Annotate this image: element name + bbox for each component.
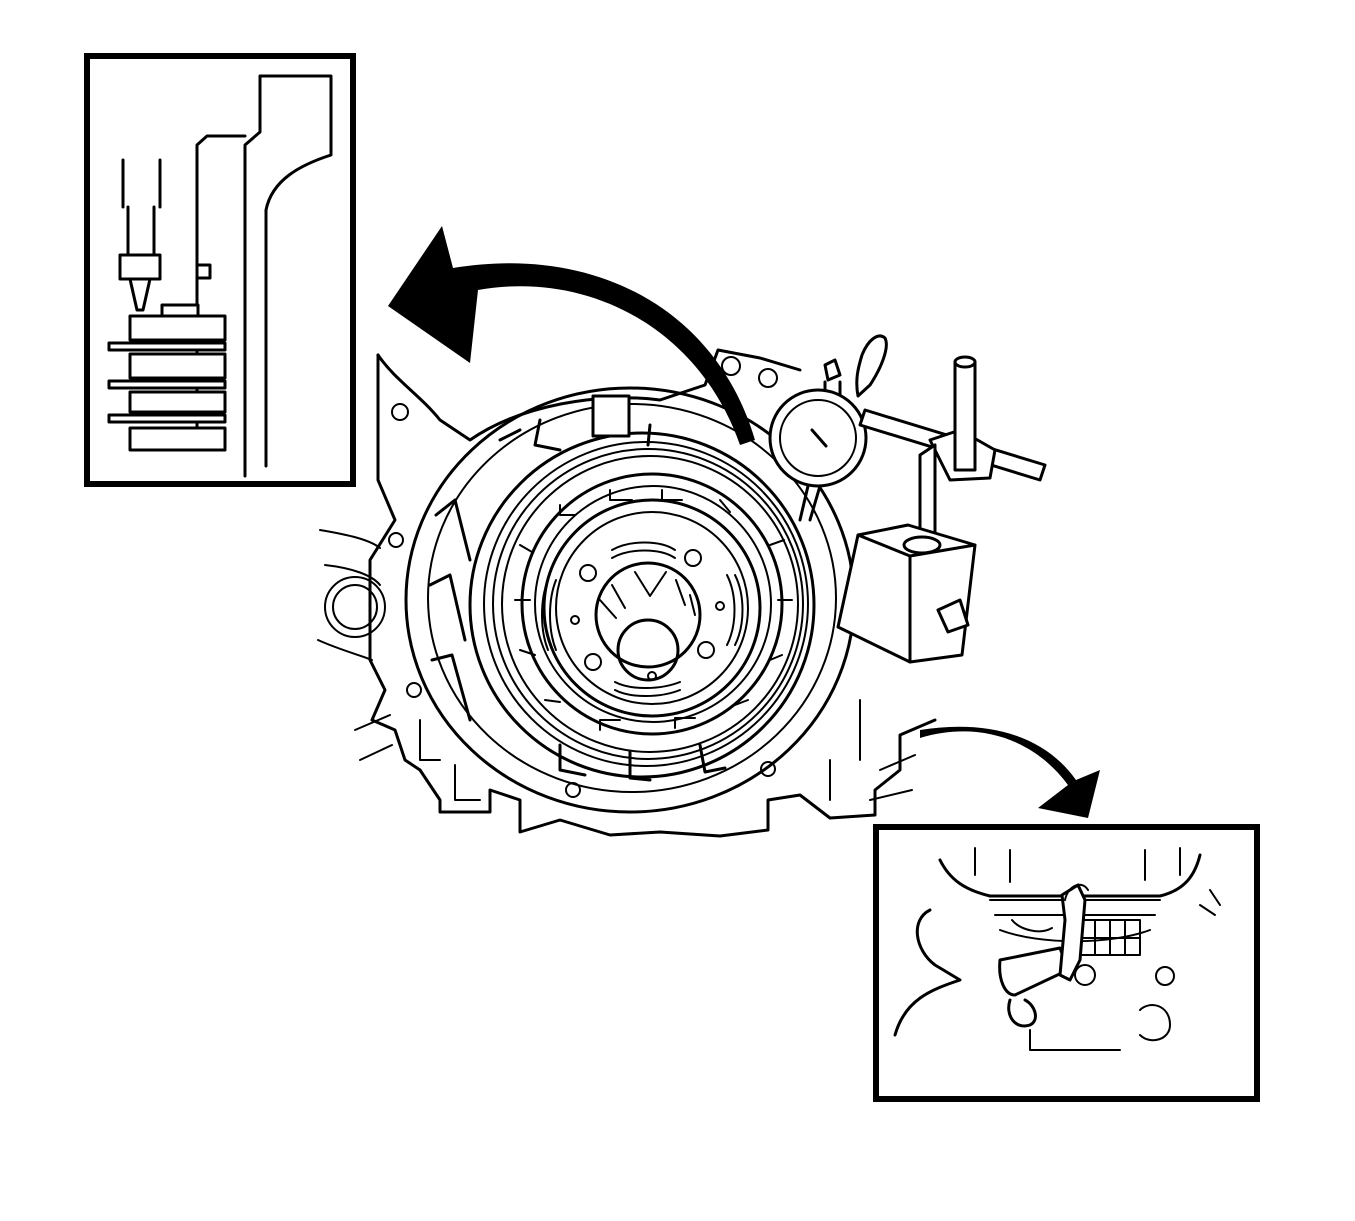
clutch-piston-inner [534, 485, 772, 723]
bolt-hole [388, 532, 404, 548]
clutch-pack-ring-1 [483, 441, 809, 767]
center-bore-inner [616, 618, 680, 682]
clutch-plate-2 [128, 352, 227, 380]
bolt-head-detail [1155, 966, 1175, 986]
dial-needle [810, 428, 828, 448]
finger-outline [1007, 998, 1037, 1028]
bolt-hole [760, 761, 776, 777]
air-apply-arrow [920, 726, 1100, 818]
clutch-plate-1 [128, 314, 227, 342]
hub-bolt [579, 564, 597, 582]
hub-outer-ring [542, 498, 762, 718]
clutch-disc-2 [107, 379, 227, 390]
base-post-top [953, 360, 977, 472]
case-top-edge [376, 348, 802, 442]
hub-bolt [584, 653, 602, 671]
side-boss-inner [332, 584, 378, 630]
center-bore-outer [594, 561, 702, 669]
case-wall-outline [243, 74, 333, 478]
hub-slot-top [611, 541, 676, 559]
clutch-disc-1 [107, 341, 227, 352]
hub-bolt [684, 549, 702, 567]
plunger-stem [126, 205, 156, 257]
hub-slot-left [541, 579, 557, 651]
clutch-piston-ring [520, 472, 784, 736]
case-bottom-edge [418, 768, 722, 838]
curved-arrow-icon [388, 226, 755, 445]
housing-step [195, 263, 212, 280]
case-bottom-right-edge [718, 718, 937, 838]
passage-detail [1011, 919, 1053, 933]
hub-pin [570, 615, 580, 625]
piston-lift-arrow [388, 226, 755, 445]
bolt-hole [391, 403, 409, 421]
valve-body-grid [1079, 919, 1141, 956]
case-bottom-detail [1029, 1004, 1171, 1051]
air-nozzle [1064, 883, 1089, 901]
base-post-collar [902, 535, 942, 555]
bolt-hole [721, 356, 741, 376]
case-ribs-detail [974, 847, 1181, 883]
curved-arrow-icon [920, 726, 1100, 818]
post-cap [953, 355, 977, 369]
plunger-contact-detail-panel [84, 53, 356, 487]
clutch-pack-ring-3 [501, 455, 799, 753]
bore-splines [599, 571, 696, 619]
plunger-collar [118, 253, 162, 281]
edge-detail [1199, 889, 1221, 916]
plunger-tip [128, 277, 152, 312]
magnetic-base-edges [856, 533, 977, 664]
hub-pin [715, 601, 725, 611]
case-details [419, 699, 861, 801]
hub-slot-bottom [614, 681, 681, 697]
dial-indicator-tool [768, 334, 1047, 664]
hub-bolt [697, 641, 715, 659]
case-left-edge [368, 353, 422, 772]
bolt-hole [406, 682, 422, 698]
clutch-plate-4 [128, 426, 227, 452]
indicator-cap [823, 358, 842, 382]
case-fins [354, 714, 916, 801]
clutch-plate-3 [128, 390, 227, 414]
clutch-disc-3 [107, 413, 227, 424]
return-spring-block [591, 394, 631, 438]
case-flange-inner [427, 403, 837, 793]
clutch-drum-outer [468, 431, 816, 779]
compressed-air-gun-icon [1058, 883, 1087, 982]
plunger-shaft [121, 158, 162, 209]
dial-face [779, 399, 857, 477]
side-boss [324, 576, 386, 638]
bolt-hole [758, 368, 778, 388]
case-left-ribs [317, 529, 381, 661]
clutch-pack-ring-2 [492, 448, 804, 760]
clamp-knob [855, 334, 888, 398]
piston-housing-outline [195, 134, 247, 452]
indicator-plunger [798, 484, 822, 522]
fitting [1074, 964, 1096, 986]
hub-ring [555, 511, 749, 705]
air-gun-detail-panel [873, 824, 1260, 1102]
base-post [918, 443, 937, 542]
base-knob [936, 598, 970, 634]
hub-slot-right [726, 574, 744, 646]
hand-outline [893, 908, 962, 1037]
piston-cutouts [514, 489, 793, 731]
clutch-teeth [428, 418, 727, 782]
